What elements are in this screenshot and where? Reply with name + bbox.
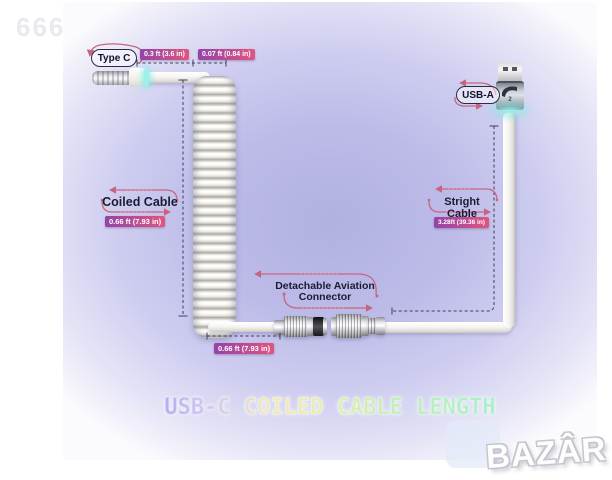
measure-badge-straight: 3.28ft (39.36 in) <box>434 217 489 228</box>
usb-a-label: USB-A <box>456 86 500 104</box>
aviation-right-barrel <box>336 314 362 338</box>
aviation-right-neck <box>368 318 377 334</box>
type-c-label-text: Type C <box>97 52 131 64</box>
coiled-cable-label: Coiled Cable <box>102 195 178 209</box>
usba-pin-hole <box>512 67 517 71</box>
aviation-left-barrel <box>284 316 308 337</box>
aviation-left-black-ring <box>313 317 324 336</box>
measure-badge-bottom: 0.66 ft (7.93 in) <box>214 343 275 354</box>
usba-connector-number: 2 <box>508 97 512 103</box>
aviation-right-end <box>376 317 385 335</box>
usba-straight-cable <box>503 112 515 328</box>
measure-badge-top-second: 0.07 ft (0.84 in) <box>198 49 255 60</box>
typec-connector-housing <box>129 68 146 87</box>
listing-id-text: 666 <box>16 12 66 42</box>
aviation-left-tip <box>323 318 327 335</box>
aviation-label-line1: Detachable Aviation <box>275 280 375 292</box>
aviation-left-collar <box>274 320 285 335</box>
coil-to-aviation-cable <box>208 322 280 332</box>
page-title: USB-C COILED CABLE LENGTH <box>63 395 597 421</box>
typec-connector-metal <box>92 71 131 85</box>
aviation-right-face <box>331 317 337 336</box>
measure-badge-coiled: 0.66 ft (7.93 in) <box>105 216 166 227</box>
aviation-label-line2: Connector <box>298 291 352 303</box>
type-c-label: Type C <box>91 49 137 67</box>
typec-led-glow <box>144 69 149 86</box>
usba-pin-hole <box>503 67 508 71</box>
aviation-left-ring <box>307 317 314 336</box>
coiled-cable <box>193 76 236 338</box>
watermark-bazar: BAZÂR <box>484 429 608 476</box>
aviation-connector-label: Detachable Aviation Connector <box>270 281 380 303</box>
measure-badge-top-first: 0.3 ft (3.6 in) <box>140 49 189 60</box>
usb-a-label-text: USB-A <box>462 89 494 101</box>
aviation-right-step <box>361 316 369 336</box>
usba-led-glow <box>494 106 526 115</box>
typec-to-coil-cable <box>144 72 210 83</box>
aviation-to-usba-cable <box>382 322 512 333</box>
watermark-logo-square <box>446 420 500 468</box>
usba-connector-tip <box>498 62 522 82</box>
